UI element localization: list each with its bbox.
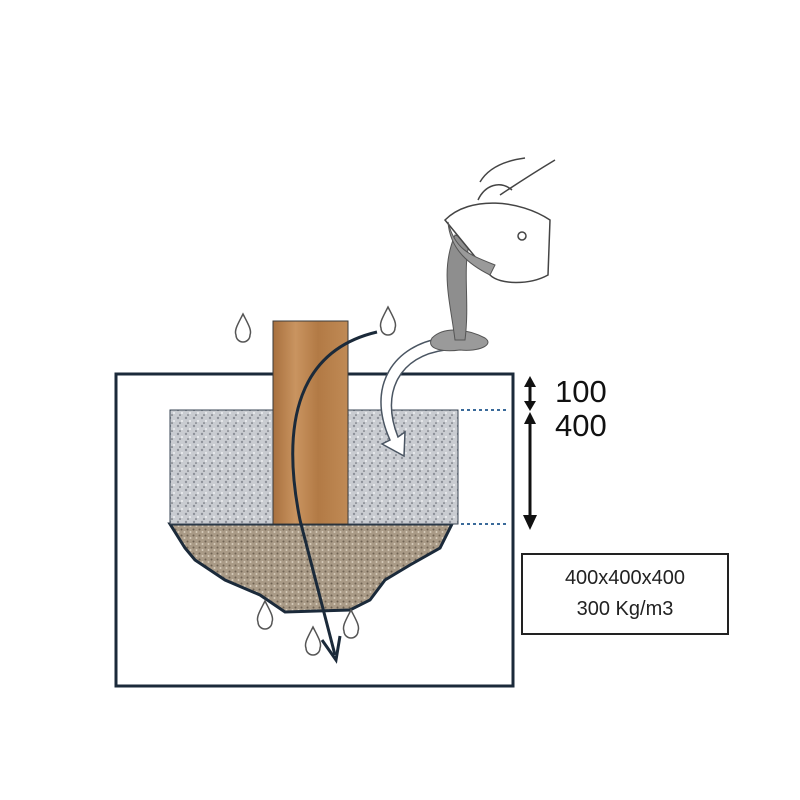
water-drop-icons — [234, 305, 397, 656]
pouring-bucket-illustration — [430, 157, 556, 352]
water-flow-arrow — [291, 330, 378, 656]
spec-size: 400x400x400 — [564, 567, 686, 589]
top-gap-label: 100 — [555, 374, 607, 409]
spec-box: 400x400x400 300 Kg/m3 — [521, 553, 729, 635]
spec-density: 300 Kg/m3 — [576, 598, 674, 620]
water-flow-arrowhead — [320, 635, 342, 664]
dimension-arrows — [523, 376, 537, 530]
wooden-post — [272, 320, 349, 525]
depth-label: 400 — [555, 408, 607, 443]
dimension-guide-lines — [461, 409, 508, 525]
concrete-pour-arrow — [380, 337, 446, 458]
